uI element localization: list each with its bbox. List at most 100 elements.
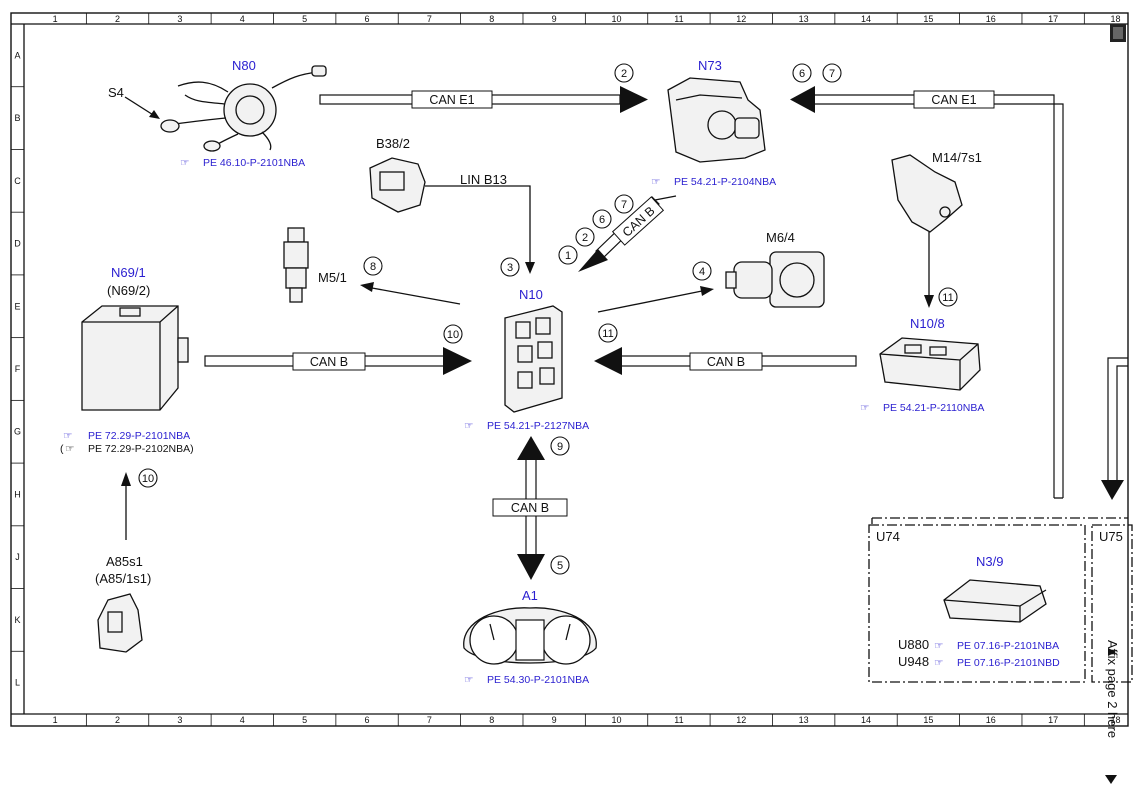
can-b-left-label: CAN B <box>310 355 348 369</box>
grid-col-12-bottom: 12 <box>736 715 746 725</box>
affix-note-arrow-icon <box>1105 775 1117 784</box>
grid-col-14-top: 14 <box>861 14 871 24</box>
b38-2-label: B38/2 <box>376 136 410 151</box>
book-icon <box>1110 24 1126 42</box>
can-b-vertical-label: CAN B <box>511 501 549 515</box>
svg-text:4: 4 <box>699 266 705 278</box>
can-e1-arrow-right: CAN E1 <box>790 86 1064 499</box>
m5-1-label: M5/1 <box>318 270 347 285</box>
marker-2-diag: 2 <box>575 227 595 247</box>
n3-9-label: N3/9 <box>976 554 1003 569</box>
can-b-right-bus: CAN B <box>594 347 857 375</box>
grid-col-2-bottom: 2 <box>115 715 120 725</box>
svg-text:7: 7 <box>621 199 627 211</box>
svg-text:10: 10 <box>447 329 459 341</box>
marker-6-diag: 6 <box>592 209 612 229</box>
a1-instrument-cluster-part <box>463 607 597 665</box>
a1-label: A1 <box>522 588 538 603</box>
n10-sam-module-part <box>504 305 563 413</box>
grid-col-18-bottom: 18 <box>1111 715 1121 725</box>
affix-note: Affix page 2 here <box>1105 640 1120 738</box>
n69-1-label: N69/1 <box>111 265 146 280</box>
n73-ref[interactable]: PE 54.21-P-2104NBA <box>674 176 776 188</box>
a85s1-part <box>97 593 143 653</box>
svg-text:2: 2 <box>582 232 588 244</box>
grid-labels: 1122334455667788991010111112121313141415… <box>14 14 1121 725</box>
marker-11-right: 11 <box>938 287 958 307</box>
n73-ref-icon: ☞ <box>651 176 660 188</box>
n73-ignition-switch-part <box>667 77 766 163</box>
u74-label: U74 <box>876 529 900 544</box>
grid-col-8-top: 8 <box>489 14 494 24</box>
grid-col-13-top: 13 <box>799 14 809 24</box>
a85s1-label: A85s1 <box>106 554 143 569</box>
grid-col-6-bottom: 6 <box>365 715 370 725</box>
n10-8-ref[interactable]: PE 54.21-P-2110NBA <box>883 402 984 414</box>
grid-col-10-top: 10 <box>612 14 622 24</box>
grid-row-H: H <box>14 489 21 499</box>
grid-col-11-bottom: 11 <box>674 715 683 725</box>
m6-4-part <box>725 251 825 308</box>
svg-text:11: 11 <box>942 292 953 304</box>
n3-9-ecu-part <box>943 579 1047 623</box>
n69-1-module-part <box>81 305 189 411</box>
can-e1-label-right: CAN E1 <box>931 93 976 107</box>
svg-text:7: 7 <box>829 68 835 80</box>
svg-text:3: 3 <box>507 262 513 274</box>
marker-11-mid: 11 <box>598 323 618 343</box>
grid-col-1-top: 1 <box>53 14 58 24</box>
marker-6-top: 6 <box>792 63 812 83</box>
svg-text:10: 10 <box>142 473 154 485</box>
lin-b13-line <box>425 185 531 262</box>
u74-u75-boundary <box>868 517 1133 683</box>
a85-1s1-label: (A85/1s1) <box>95 571 151 586</box>
grid-col-14-bottom: 14 <box>861 715 871 725</box>
grid-row-E: E <box>14 301 20 311</box>
grid-col-17-bottom: 17 <box>1048 715 1058 725</box>
grid-ticks <box>11 13 1085 726</box>
grid-row-B: B <box>14 113 20 123</box>
grid-col-4-bottom: 4 <box>240 715 245 725</box>
m5-1-part <box>283 227 309 303</box>
grid-col-3-bottom: 3 <box>177 715 182 725</box>
u948-ref-icon: ☞ <box>934 657 943 669</box>
grid-col-9-bottom: 9 <box>552 715 557 725</box>
grid-row-L: L <box>15 678 20 688</box>
grid-row-D: D <box>14 239 21 249</box>
a85s1-to-n69-arrowhead <box>121 472 131 486</box>
n10-8-ref-icon: ☞ <box>860 402 869 414</box>
n10-ref[interactable]: PE 54.21-P-2127NBA <box>487 420 589 432</box>
n69-2-ref[interactable]: PE 72.29-P-2102NBA) <box>88 443 194 455</box>
grid-col-15-top: 15 <box>923 14 933 24</box>
can-b-vertical-bus: CAN B <box>492 436 568 580</box>
a1-ref[interactable]: PE 54.30-P-2101NBA <box>487 674 589 686</box>
marker-9: 9 <box>550 436 570 456</box>
reference-markers: 2 6 7 7 6 2 1 3 8 4 11 10 11 9 10 5 <box>138 63 958 575</box>
grid-col-16-top: 16 <box>986 14 996 24</box>
n10-to-m5-1-line <box>371 287 461 305</box>
n10-8-label: N10/8 <box>910 316 945 331</box>
n69-1-ref[interactable]: PE 72.29-P-2101NBA <box>88 430 190 442</box>
n10-label: N10 <box>519 287 543 302</box>
grid-col-8-bottom: 8 <box>489 715 494 725</box>
grid-col-18-top: 18 <box>1111 14 1121 24</box>
n80-steering-switch-part <box>160 65 327 152</box>
marker-5: 5 <box>550 555 570 575</box>
grid-row-F: F <box>15 364 21 374</box>
marker-3: 3 <box>500 257 520 277</box>
marker-10-lower: 10 <box>138 468 158 488</box>
s4-pointer-head <box>149 110 160 119</box>
n80-ref[interactable]: PE 46.10-P-2101NBA <box>203 157 305 169</box>
u948-ref[interactable]: PE 07.16-P-2101NBD <box>957 657 1060 669</box>
svg-text:2: 2 <box>621 68 627 80</box>
grid-col-5-top: 5 <box>302 14 307 24</box>
n73-label: N73 <box>698 58 722 73</box>
n69-2-ref-icon: ☞ <box>65 443 74 455</box>
grid-col-13-bottom: 13 <box>799 715 809 725</box>
n10-to-m6-4-line <box>597 290 703 313</box>
n10-to-m5-1-arrowhead <box>360 282 374 292</box>
grid-col-2-top: 2 <box>115 14 120 24</box>
m14-to-n10-8-arrowhead <box>924 295 934 308</box>
u880-ref[interactable]: PE 07.16-P-2101NBA <box>957 640 1059 652</box>
